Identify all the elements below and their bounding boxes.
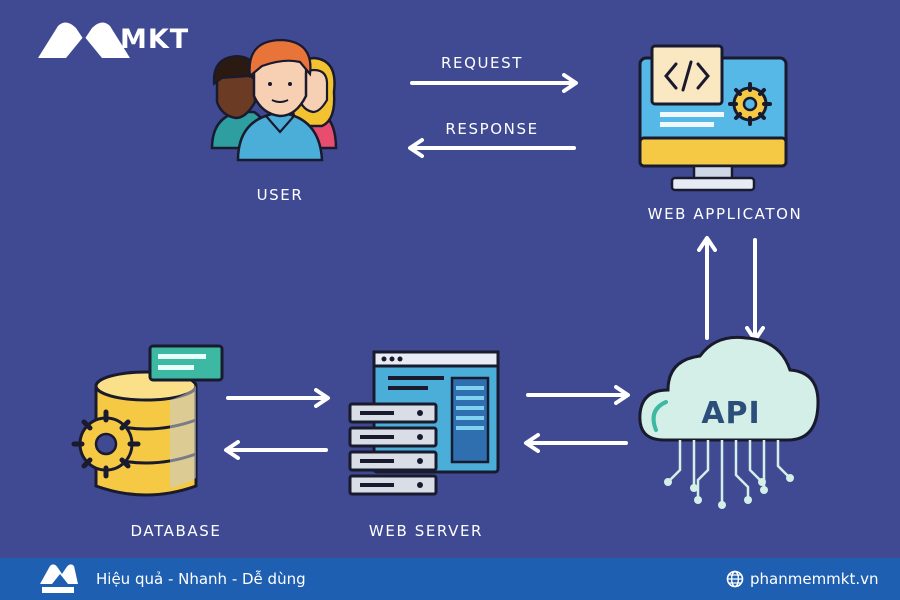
api-cloud-icon [638,335,820,509]
request-label: REQUEST [440,54,524,72]
web-server-icon [348,350,500,496]
mkt-logo [38,22,130,59]
web-server-label: WEB SERVER [368,522,484,540]
database-label: DATABASE [130,522,222,540]
footer-slogan: Hiệu quả - Nhanh - Dễ dùng [96,570,306,588]
globe-icon [726,570,744,588]
footer-bar: Hiệu quả - Nhanh - Dễ dùng phanmemmkt.vn [0,558,900,600]
user-label: USER [256,186,304,204]
footer-website[interactable]: phanmemmkt.vn [750,570,879,588]
web-application-label: WEB APPLICATON [647,205,803,223]
database-icon [71,344,224,497]
response-label: RESPONSE [445,120,539,138]
footer-mkt-logo [40,564,78,593]
web-application-monitor-icon [638,44,788,192]
brand-name: MKT [120,24,190,55]
user-icon [210,38,338,162]
api-label: API [701,396,761,431]
